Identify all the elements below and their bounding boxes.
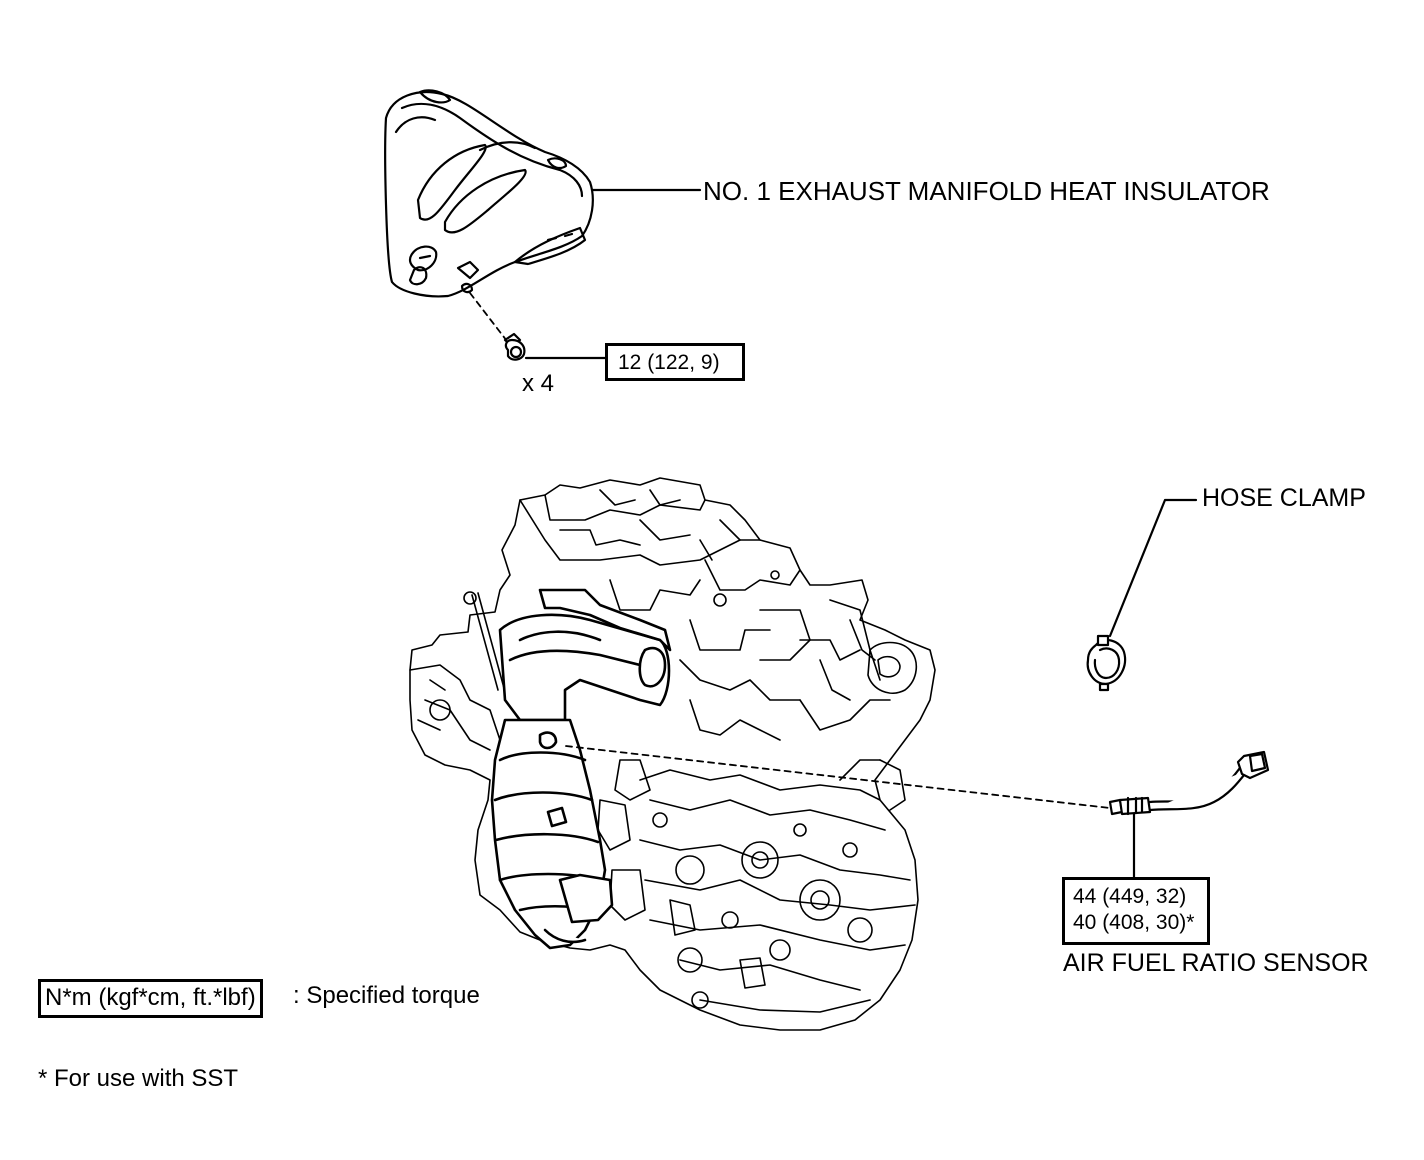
hose-clamp-illustration: [1086, 634, 1127, 692]
hose-clamp-label: HOSE CLAMP: [1202, 484, 1366, 512]
heat-insulator-label: NO. 1 EXHAUST MANIFOLD HEAT INSULATOR: [703, 176, 1270, 206]
bolt-quantity-label: x 4: [522, 370, 555, 397]
engine-assembly-illustration: [409, 477, 936, 1031]
bolt-torque-box: 12 (122, 9): [605, 343, 745, 381]
bolt-dashed-line: [469, 292, 511, 346]
sensor-dashed-line: [565, 745, 1111, 809]
bolt-torque-value: 12 (122, 9): [618, 351, 720, 374]
sst-footnote: * For use with SST: [38, 1065, 239, 1092]
torque-unit-text: N*m (kgf*cm, ft.*lbf): [45, 984, 256, 1011]
bolt-illustration: [503, 332, 526, 361]
heat-insulator-illustration: [384, 89, 594, 298]
torque-unit-description: : Specified torque: [293, 982, 480, 1009]
af-sensor-illustration: [1108, 750, 1270, 816]
torque-unit-box: N*m (kgf*cm, ft.*lbf): [38, 979, 263, 1018]
sensor-torque-sst: 40 (408, 30)*: [1073, 911, 1195, 935]
hose-clamp-leader-line: [1108, 498, 1198, 638]
sensor-torque-standard: 44 (449, 32): [1073, 885, 1187, 908]
sensor-torque-box: 44 (449, 32) 40 (408, 30)*: [1062, 877, 1210, 945]
af-sensor-label: AIR FUEL RATIO SENSOR: [1063, 949, 1369, 977]
